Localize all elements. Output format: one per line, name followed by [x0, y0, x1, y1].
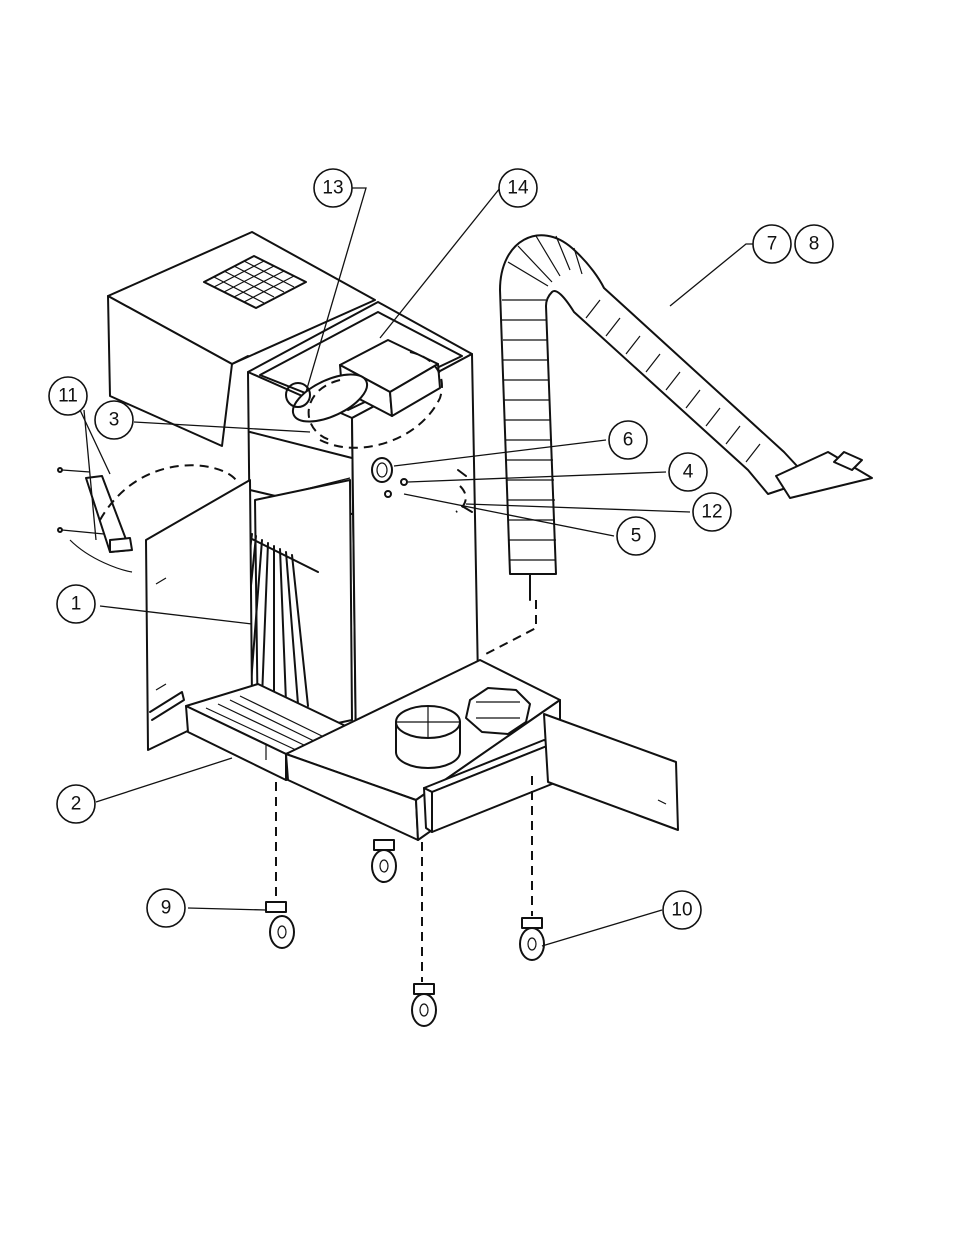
callout-6: 6 — [609, 421, 647, 459]
caster-front — [412, 842, 436, 1026]
callout-12-label: 12 — [701, 502, 722, 523]
callout-13-label: 13 — [322, 178, 343, 199]
callout-5-label: 5 — [631, 526, 642, 547]
callout-1-label: 1 — [71, 594, 82, 615]
caster-10 — [520, 776, 544, 960]
callout-4-label: 4 — [683, 462, 694, 483]
callout-12: 12 — [693, 493, 731, 531]
callout-14-label: 14 — [507, 178, 529, 199]
callout-8: 8 — [795, 225, 833, 263]
callout-14: 14 — [499, 169, 537, 207]
callout-10-label: 10 — [671, 900, 692, 921]
callout-1: 1 — [57, 585, 95, 623]
collection-ring — [396, 706, 460, 768]
callout-8-label: 8 — [809, 234, 820, 255]
callout-5: 5 — [617, 517, 655, 555]
callout-7: 7 — [753, 225, 791, 263]
callout-11-label: 11 — [58, 386, 78, 407]
callout-2: 2 — [57, 785, 95, 823]
caster-rear — [372, 840, 396, 882]
callout-7-label: 7 — [767, 234, 778, 255]
callout-10: 10 — [663, 891, 701, 929]
callout-11: 11 — [49, 377, 87, 415]
callout-3-label: 3 — [109, 410, 120, 431]
right-door — [544, 714, 678, 830]
callout-2-label: 2 — [71, 794, 82, 815]
callout-4: 4 — [669, 453, 707, 491]
caster-9 — [266, 782, 294, 948]
callout-3: 3 — [95, 401, 133, 439]
extraction-hose — [482, 235, 872, 656]
callout-6-label: 6 — [623, 430, 634, 451]
callout-9: 9 — [147, 889, 185, 927]
callout-9-label: 9 — [161, 898, 172, 919]
callout-13: 13 — [314, 169, 352, 207]
